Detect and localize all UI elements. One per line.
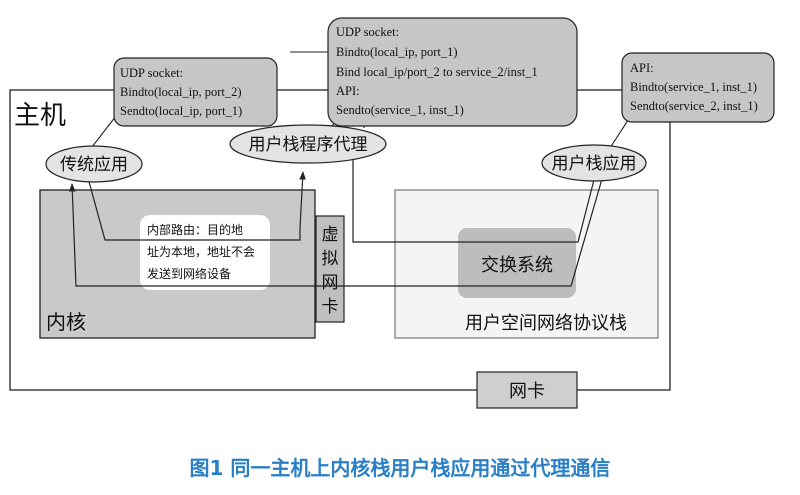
user-stack-app-label: 用户栈应用 bbox=[552, 154, 637, 174]
virtual-nic-char: 虚 bbox=[322, 225, 339, 245]
flow-arrow bbox=[68, 171, 605, 287]
callout-middle-line: Bind local_ip/port_2 to service_2/inst_1 bbox=[336, 65, 538, 79]
virtual-nic-char: 网 bbox=[322, 273, 339, 293]
nic-label: 网卡 bbox=[509, 381, 545, 402]
callout-left bbox=[113, 57, 278, 127]
callout-middle-line: UDP socket: bbox=[336, 25, 399, 39]
traditional-app-ellipse bbox=[45, 145, 143, 183]
callout-pointer bbox=[91, 115, 117, 148]
callout-middle-line: Sendto(service_1, inst_1) bbox=[336, 103, 464, 117]
callout-left-line: Sendto(local_ip, port_1) bbox=[120, 104, 242, 118]
callout-right-line: API: bbox=[630, 61, 654, 75]
nic-box bbox=[476, 371, 578, 409]
flow-arrow bbox=[87, 177, 301, 241]
flow-arrow bbox=[462, 171, 598, 243]
virtual-nic-char: 拟 bbox=[322, 249, 339, 269]
traditional-app-label: 传统应用 bbox=[60, 155, 128, 175]
virtual-nic-char: 卡 bbox=[322, 297, 339, 317]
routing-note-line: 发送到网络设备 bbox=[147, 266, 231, 281]
flow-arrow bbox=[352, 155, 462, 243]
kernel-label: 内核 bbox=[46, 310, 86, 334]
callout-middle-line: API: bbox=[336, 84, 360, 98]
flow-arrow bbox=[299, 171, 306, 229]
user-stack-proxy-ellipse bbox=[229, 124, 387, 164]
userspace-stack-label: 用户空间网络协议栈 bbox=[465, 313, 627, 334]
routing-note-line: 内部路由：目的地 bbox=[147, 222, 243, 237]
virtual-nic-box bbox=[315, 215, 345, 323]
callout-right-line: Sendto(service_2, inst_1) bbox=[630, 99, 758, 113]
callout-right-line: Bindto(service_1, inst_1) bbox=[630, 80, 757, 94]
callout-middle-line: Bindto(local_ip, port_1) bbox=[336, 45, 458, 59]
callout-middle bbox=[327, 17, 578, 127]
switch-system-box bbox=[458, 228, 576, 298]
callout-left-line: UDP socket: bbox=[120, 66, 183, 80]
user-stack-app-ellipse bbox=[541, 144, 647, 182]
switch-system-label: 交换系统 bbox=[481, 255, 553, 276]
routing-note-box bbox=[140, 215, 270, 290]
callout-left-line: Bindto(local_ip, port_2) bbox=[120, 85, 242, 99]
callout-right bbox=[621, 52, 775, 123]
user-stack-proxy-label: 用户栈程序代理 bbox=[249, 135, 368, 155]
figure-caption: 图1 同一主机上内核栈用户栈应用通过代理通信 bbox=[189, 456, 611, 480]
routing-note-line: 址为本地，地址不会 bbox=[147, 245, 255, 259]
host-label: 主机 bbox=[14, 101, 66, 131]
